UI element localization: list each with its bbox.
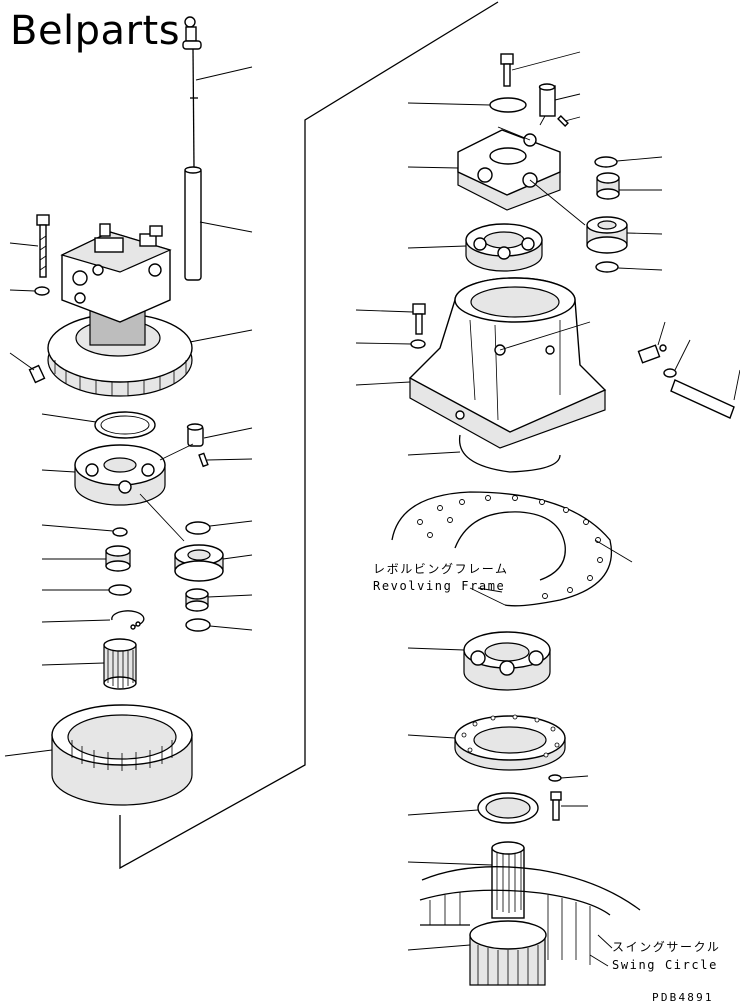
- pinion-bearing-part: [463, 631, 551, 691]
- mounting-bolt-part: [36, 214, 50, 278]
- thrust-washer-part: [112, 527, 128, 537]
- oil-seal-part: [477, 792, 539, 824]
- cover-bolt-lower-part: [550, 791, 562, 821]
- ring-gear-part: [51, 704, 193, 806]
- revolving-frame-label-en: Revolving Frame: [373, 579, 506, 593]
- dowel-pin-part: [198, 452, 209, 468]
- thrust-plate-part: [185, 618, 211, 632]
- dipstick-part: [182, 16, 202, 169]
- planet-gear-right-part: [596, 172, 620, 200]
- housing-o-ring-part: [458, 434, 561, 473]
- brand-logo-text: Belparts: [10, 8, 181, 54]
- swing-pinion-shaft-part: [469, 841, 547, 986]
- pin-part: [186, 423, 204, 447]
- guide-tube-part: [184, 166, 202, 281]
- needle-bearing-part: [185, 588, 209, 612]
- upper-carrier-part: [457, 129, 561, 211]
- revolving-frame-part: [391, 491, 612, 607]
- leader-lines-right: [355, 51, 740, 967]
- bearing-right-part: [586, 216, 628, 254]
- sleeve-part: [538, 83, 556, 117]
- snap-ring-part: [111, 610, 145, 630]
- o-ring-part: [94, 411, 156, 439]
- leader-lines-left: [4, 66, 253, 757]
- washer-part: [34, 286, 50, 296]
- swing-circle-part: [419, 866, 641, 965]
- swing-circle-label-en: Swing Circle: [612, 958, 718, 972]
- roller-bearing-part: [465, 223, 543, 272]
- assembly-connector-lines: [119, 1, 499, 870]
- revolving-frame-label-jp: レボルビングフレーム: [373, 562, 509, 576]
- cover-bolt-part: [500, 53, 514, 87]
- drain-valve-part: [637, 344, 677, 378]
- washer-part-right: [594, 156, 618, 168]
- spacer-ring-part: [108, 584, 132, 596]
- sun-gear-part: [103, 638, 137, 690]
- swing-housing-part: [408, 277, 607, 449]
- cover-plate-part: [454, 714, 566, 771]
- cap-plate-part: [489, 97, 527, 113]
- swing-motor-assembly: [47, 223, 193, 397]
- spring-pin-part: [557, 115, 569, 127]
- drain-pipe-part: [670, 379, 735, 419]
- cover-washer-part: [548, 774, 562, 782]
- spacer-right-part: [595, 261, 619, 273]
- housing-bolt-part: [412, 303, 426, 335]
- planetary-carrier-part: [74, 444, 166, 506]
- swing-circle-label-jp: スイングサークル: [612, 940, 721, 954]
- bearing-part: [174, 544, 224, 582]
- shim-part: [185, 521, 211, 535]
- drawing-code: PDB4891: [652, 991, 714, 1004]
- planet-gear-part: [105, 545, 131, 572]
- housing-washer-part: [410, 339, 426, 349]
